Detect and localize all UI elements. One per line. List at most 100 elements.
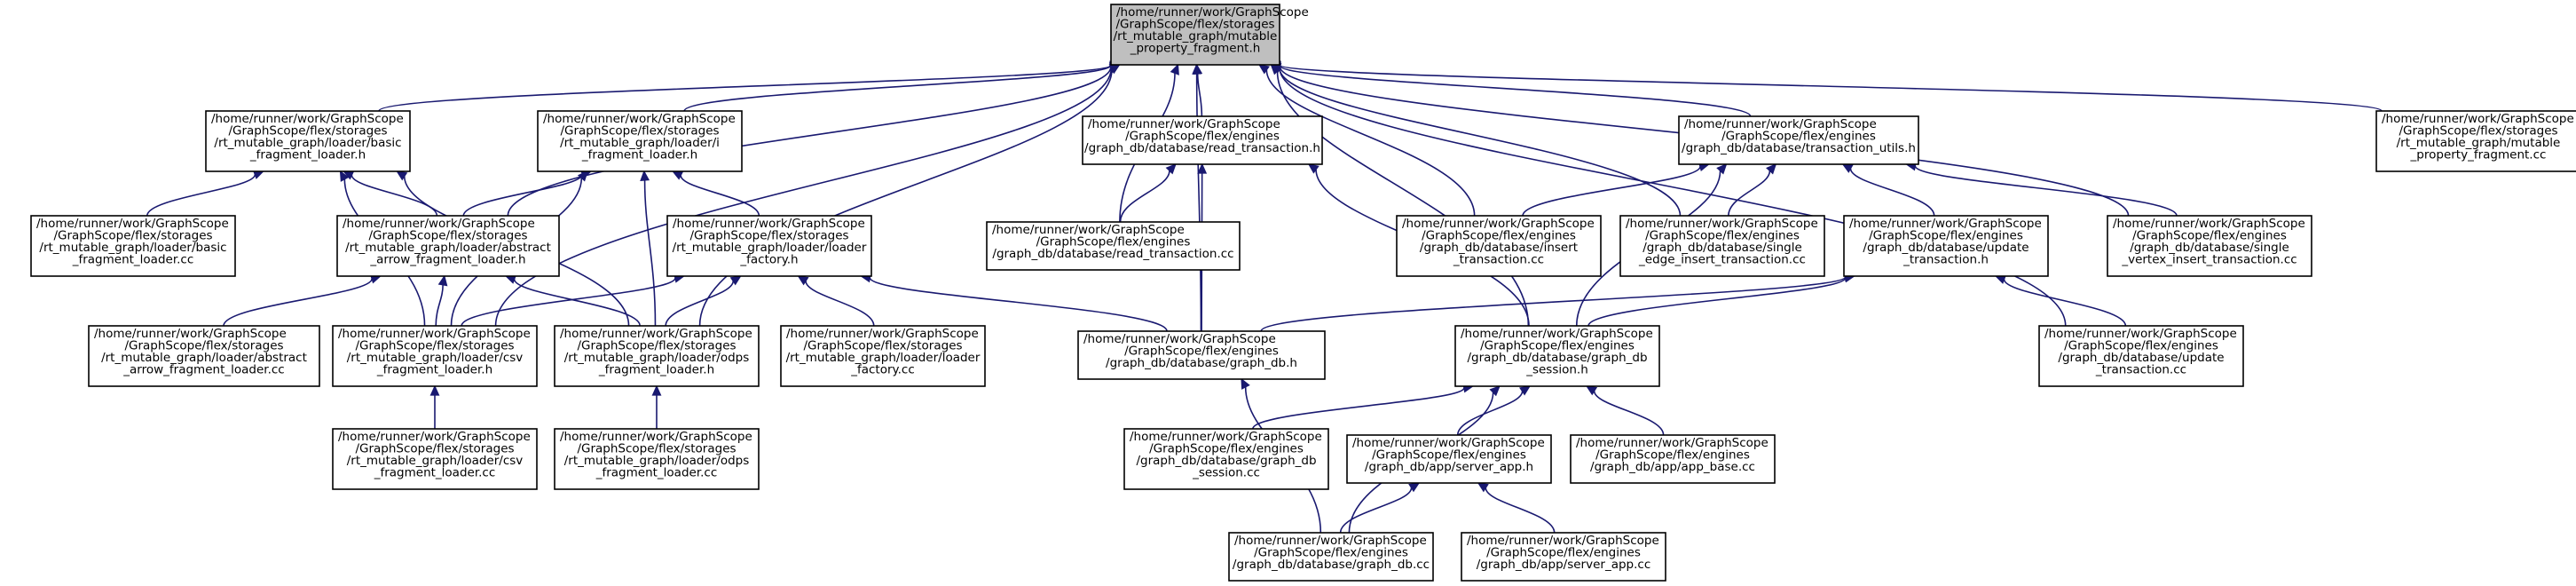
- file-node-label-line: /home/runner/work/GraphScope: [211, 112, 404, 126]
- file-node-label-line: _transaction.h: [1902, 253, 1989, 267]
- file-node-box: [332, 325, 538, 387]
- file-node-label-line: /GraphScope/flex/engines: [1645, 229, 1800, 243]
- file-node-label-line: /rt_mutable_graph/mutable: [1114, 29, 1278, 44]
- file-node-label-line: /graph_db/database/graph_db.cc: [1233, 558, 1430, 572]
- file-node-csv_h[interactable]: /home/runner/work/GraphScope/GraphScope/…: [332, 325, 538, 387]
- file-node-ab_cc[interactable]: /home/runner/work/GraphScope/GraphScope/…: [1570, 434, 1776, 484]
- file-node-lf_cc[interactable]: /home/runner/work/GraphScope/GraphScope/…: [780, 325, 986, 387]
- file-node-box: [780, 325, 986, 387]
- edge-afl_cc-to-afl_h: [223, 274, 382, 327]
- file-node-label-line: /GraphScope/flex/storages: [803, 339, 962, 353]
- edge-line: [146, 174, 256, 217]
- file-node-label-line: _property_fragment.h: [1130, 42, 1261, 56]
- file-node-label-line: _fragment_loader.cc: [72, 253, 194, 267]
- edge-rt_cc-to-rt_h: [1119, 162, 1177, 223]
- edge-arrowhead: [1307, 163, 1320, 174]
- file-node-gs_h[interactable]: /home/runner/work/GraphScope/GraphScope/…: [1454, 325, 1660, 387]
- edge-line: [461, 277, 676, 327]
- file-node-label-line: /home/runner/work/GraphScope: [36, 217, 229, 231]
- edge-lf_cc-to-lf_h: [797, 275, 875, 327]
- file-node-svit_cc[interactable]: /home/runner/work/GraphScope/GraphScope/…: [2107, 215, 2312, 277]
- edge-it_cc-to-root: [1258, 64, 1476, 217]
- file-node-label-line: /rt_mutable_graph/loader/loader: [786, 351, 981, 365]
- file-node-label-line: /home/runner/work/GraphScope: [1576, 436, 1769, 450]
- file-node-mpf_cc[interactable]: /home/runner/work/GraphScope/GraphScope/…: [2375, 110, 2576, 172]
- file-node-label-line: _fragment_loader.h: [581, 148, 697, 162]
- edge-bfl_h-to-root: [378, 60, 1121, 112]
- file-node-rt_cc[interactable]: /home/runner/work/GraphScope/GraphScope/…: [986, 221, 1241, 271]
- file-node-label-line: /home/runner/work/GraphScope: [673, 217, 865, 231]
- edge-line: [1279, 67, 2067, 327]
- file-node-label-line: /home/runner/work/GraphScope: [560, 430, 752, 444]
- file-node-label-line: _fragment_loader.h: [249, 148, 366, 162]
- edge-bfl_cc-to-bfl_h: [146, 170, 265, 217]
- file-node-label-line: /home/runner/work/GraphScope: [338, 430, 531, 444]
- edge-line: [1195, 73, 1202, 332]
- edge-sa_h-to-gs_h: [1456, 385, 1532, 436]
- file-node-gdb_h[interactable]: /home/runner/work/GraphScope/GraphScope/…: [1077, 330, 1326, 380]
- file-node-gs_cc[interactable]: /home/runner/work/GraphScope/GraphScope/…: [1123, 428, 1329, 490]
- file-node-label-line: /rt_mutable_graph/loader/odps: [564, 351, 750, 365]
- file-node-label-line: _fragment_loader.cc: [374, 466, 496, 480]
- file-node-label-line: /graph_db/database/single: [1642, 241, 1802, 255]
- edge-line: [1522, 166, 1701, 217]
- edge-arrowhead: [577, 170, 588, 182]
- file-node-ifl_h[interactable]: /home/runner/work/GraphScope/GraphScope/…: [537, 110, 743, 172]
- file-node-label-line: /GraphScope/flex/storages: [53, 229, 212, 243]
- file-node-ut_cc[interactable]: /home/runner/work/GraphScope/GraphScope/…: [2038, 325, 2244, 387]
- edge-ut_h-to-tu_h: [1841, 163, 1935, 217]
- edge-arrowhead: [429, 384, 440, 396]
- file-node-label-line: _session.cc: [1192, 466, 1260, 480]
- file-node-sa_h[interactable]: /home/runner/work/GraphScope/GraphScope/…: [1346, 434, 1552, 484]
- file-node-odps_cc[interactable]: /home/runner/work/GraphScope/GraphScope/…: [554, 428, 760, 490]
- edge-gdb_h-to-lf_h: [860, 273, 1168, 332]
- file-node-label-line: /GraphScope/flex/engines: [1124, 344, 1279, 359]
- file-node-box: [666, 215, 872, 277]
- file-node-csv_cc[interactable]: /home/runner/work/GraphScope/GraphScope/…: [332, 428, 538, 490]
- edge-line: [1456, 391, 1524, 436]
- file-node-label-line: /home/runner/work/GraphScope: [786, 327, 979, 341]
- file-node-label-line: /graph_db/database/transaction_utils.h: [1682, 141, 1916, 155]
- file-node-tu_h[interactable]: /home/runner/work/GraphScope/GraphScope/…: [1678, 115, 1919, 165]
- file-node-label-line: /rt_mutable_graph/loader/csv: [347, 454, 524, 468]
- edge-arrowhead: [729, 275, 742, 286]
- file-node-afl_h[interactable]: /home/runner/work/GraphScope/GraphScope/…: [336, 215, 560, 277]
- file-node-label-line: /home/runner/work/GraphScope: [1234, 534, 1427, 548]
- file-node-seit_cc[interactable]: /home/runner/work/GraphScope/GraphScope/…: [1619, 215, 1825, 277]
- file-node-box: [88, 325, 320, 387]
- file-node-root[interactable]: /home/runner/work/GraphScope/GraphScope/…: [1110, 4, 1309, 66]
- file-node-gdb_cc[interactable]: /home/runner/work/GraphScope/GraphScope/…: [1228, 532, 1434, 582]
- file-node-label-line: /home/runner/work/GraphScope: [1467, 534, 1659, 548]
- file-node-box: [1454, 325, 1660, 387]
- file-node-it_cc[interactable]: /home/runner/work/GraphScope/GraphScope/…: [1396, 215, 1602, 277]
- edge-arrowhead: [1165, 162, 1177, 175]
- edge-line: [680, 175, 760, 217]
- file-node-bfl_h[interactable]: /home/runner/work/GraphScope/GraphScope/…: [205, 110, 411, 172]
- file-node-bfl_cc[interactable]: /home/runner/work/GraphScope/GraphScope/…: [30, 215, 236, 277]
- edge-arrowhead: [1258, 64, 1270, 75]
- file-node-sa_cc[interactable]: /home/runner/work/GraphScope/GraphScope/…: [1461, 532, 1666, 582]
- edge-afl_h-to-ifl_h: [462, 170, 593, 217]
- file-node-label-line: _fragment_loader.h: [598, 363, 714, 377]
- file-node-ut_h[interactable]: /home/runner/work/GraphScope/GraphScope/…: [1843, 215, 2049, 277]
- edge-line: [805, 281, 875, 327]
- edge-odps_cc-to-odps_h: [651, 384, 662, 430]
- edge-arrowhead: [640, 170, 650, 181]
- file-node-label-line: /GraphScope/flex/storages: [1115, 18, 1274, 32]
- edge-arrowhead: [339, 170, 350, 182]
- file-node-label-line: /home/runner/work/GraphScope: [2382, 112, 2574, 126]
- file-node-rt_h[interactable]: /home/runner/work/GraphScope/GraphScope/…: [1082, 115, 1323, 165]
- file-node-label-line: /GraphScope/flex/storages: [355, 442, 514, 456]
- file-node-label-line: /graph_db/database/read_transaction.h: [1084, 141, 1320, 155]
- file-node-lf_h[interactable]: /home/runner/work/GraphScope/GraphScope/…: [666, 215, 872, 277]
- file-node-box: [332, 428, 538, 490]
- file-node-odps_h[interactable]: /home/runner/work/GraphScope/GraphScope/…: [554, 325, 760, 387]
- file-node-label-line: /GraphScope/flex/storages: [577, 442, 736, 456]
- edge-line: [1265, 69, 1476, 217]
- file-node-label-line: /GraphScope/flex/storages: [689, 229, 848, 243]
- edge-line: [494, 67, 1113, 327]
- file-node-label-line: _fragment_loader.h: [376, 363, 492, 377]
- file-node-label-line: _arrow_fragment_loader.cc: [122, 363, 284, 377]
- file-node-afl_cc[interactable]: /home/runner/work/GraphScope/GraphScope/…: [88, 325, 320, 387]
- edge-ut_cc-to-ut_h: [1994, 274, 2127, 327]
